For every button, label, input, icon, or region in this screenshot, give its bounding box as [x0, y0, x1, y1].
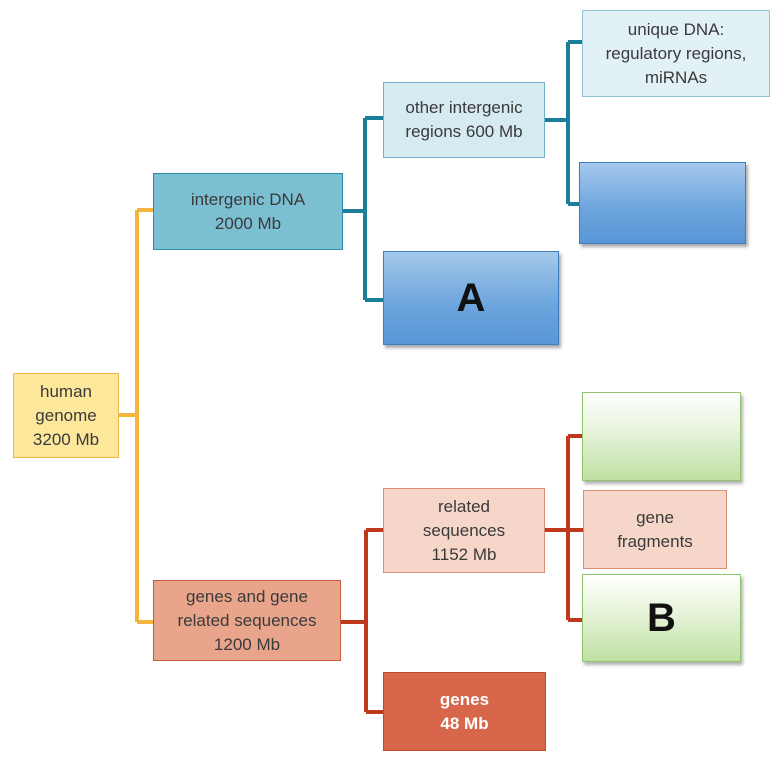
genes-box: genes 48 Mb: [383, 672, 546, 751]
intergenic-dna-box: intergenic DNA 2000 Mb: [153, 173, 343, 250]
intergenic-dna-line1: intergenic DNA: [190, 189, 306, 209]
other-intergenic-connector: [545, 40, 582, 206]
related-sequences-line2: sequences: [422, 520, 506, 540]
genes-and-related-line3: 1200 Mb: [213, 634, 281, 654]
genes-line1: genes: [439, 689, 490, 709]
human-genome-line2: genome: [35, 405, 97, 425]
other-intergenic-line1: other intergenic: [405, 98, 523, 117]
label-b: B: [647, 596, 676, 640]
label-a: A: [456, 276, 486, 320]
gene-fragments-line2: fragments: [617, 531, 693, 551]
human-genome-line1: human: [40, 381, 92, 401]
other-intergenic-box: other intergenic regions 600 Mb: [383, 82, 545, 158]
unique-dna-line2: regulatory regions,: [605, 43, 747, 63]
gene-fragments-line1: gene: [636, 507, 674, 527]
genes-and-related-line2: related sequences: [177, 610, 317, 630]
intergenic-connector: [343, 116, 383, 302]
other-intergenic-line2: regions 600 Mb: [405, 122, 523, 141]
human-genome-connector: [119, 208, 153, 624]
blank-box-pseudogenes: [582, 392, 741, 481]
genes-related-connector: [341, 528, 383, 714]
genes-and-related-line1: genes and gene: [186, 586, 308, 606]
unique-dna-line1: unique DNA:: [627, 19, 725, 39]
related-sequences-line3: 1152 Mb: [431, 544, 497, 564]
blank-box-repeats: [579, 162, 746, 244]
genes-and-related-box: genes and gene related sequences 1200 Mb: [153, 580, 341, 661]
intergenic-dna-line2: 2000 Mb: [214, 213, 282, 233]
human-genome-line3: 3200 Mb: [32, 429, 100, 449]
genes-line2: 48 Mb: [440, 713, 489, 733]
related-sequences-connector: [545, 434, 583, 622]
unique-dna-box: unique DNA: regulatory regions, miRNAs: [582, 10, 770, 97]
gene-fragments-box: gene fragments: [583, 490, 727, 569]
human-genome-box: human genome 3200 Mb: [13, 373, 119, 458]
blank-box-b: B: [582, 574, 741, 662]
related-sequences-line1: related: [438, 496, 490, 516]
blank-box-a: A: [383, 251, 559, 345]
unique-dna-line3: miRNAs: [644, 67, 708, 87]
related-sequences-box: related sequences 1152 Mb: [383, 488, 545, 573]
